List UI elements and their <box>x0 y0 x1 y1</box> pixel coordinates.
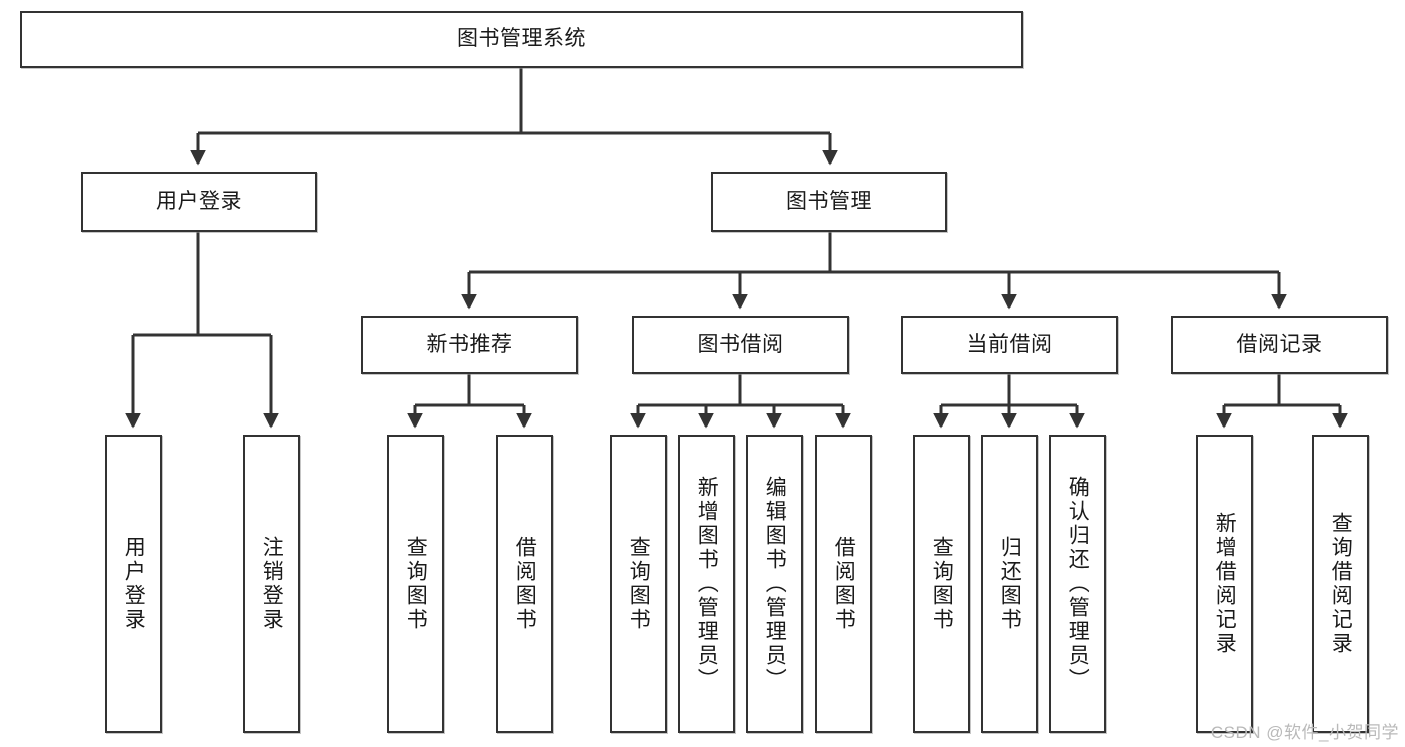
node-label: 新增借阅记录 <box>1213 512 1237 656</box>
node-book-borrow[interactable]: 图书借阅 <box>632 316 849 374</box>
node-label: 查询借阅记录 <box>1329 512 1353 656</box>
node-label: 编辑图书（管理员） <box>763 476 787 692</box>
node-root-book-management-system[interactable]: 图书管理系统 <box>20 11 1023 68</box>
node-label: 图书借阅 <box>697 332 784 356</box>
leaf-add-book-admin[interactable]: 新增图书（管理员） <box>678 435 735 733</box>
leaf-logout[interactable]: 注销登录 <box>243 435 300 733</box>
node-label: 借阅图书 <box>513 536 537 632</box>
node-label: 查询图书 <box>930 536 954 632</box>
leaf-return-book[interactable]: 归还图书 <box>981 435 1038 733</box>
node-current-borrow[interactable]: 当前借阅 <box>901 316 1118 374</box>
node-label: 图书管理系统 <box>457 27 586 51</box>
leaf-borrow-book-recommend[interactable]: 借阅图书 <box>496 435 553 733</box>
node-label: 查询图书 <box>404 536 428 632</box>
leaf-borrow-book[interactable]: 借阅图书 <box>815 435 872 733</box>
leaf-query-borrow-record[interactable]: 查询借阅记录 <box>1312 435 1369 733</box>
node-label: 确认归还（管理员） <box>1066 476 1090 692</box>
node-label: 新增图书（管理员） <box>695 476 719 692</box>
node-label: 当前借阅 <box>966 332 1053 356</box>
leaf-edit-book-admin[interactable]: 编辑图书（管理员） <box>746 435 803 733</box>
leaf-user-login[interactable]: 用户登录 <box>105 435 162 733</box>
node-label: 新书推荐 <box>426 332 513 356</box>
node-new-book-recommend[interactable]: 新书推荐 <box>361 316 578 374</box>
node-label: 图书管理 <box>786 189 872 213</box>
node-label: 借阅图书 <box>832 536 856 632</box>
node-label: 注销登录 <box>260 536 284 632</box>
node-label: 用户登录 <box>156 189 242 213</box>
node-borrow-record[interactable]: 借阅记录 <box>1171 316 1388 374</box>
node-label: 用户登录 <box>122 536 146 632</box>
leaf-query-book-current[interactable]: 查询图书 <box>913 435 970 733</box>
leaf-query-book-recommend[interactable]: 查询图书 <box>387 435 444 733</box>
leaf-confirm-return-admin[interactable]: 确认归还（管理员） <box>1049 435 1106 733</box>
node-label: 查询图书 <box>627 536 651 632</box>
node-label: 归还图书 <box>998 536 1022 632</box>
leaf-query-book-borrow[interactable]: 查询图书 <box>610 435 667 733</box>
leaf-add-borrow-record[interactable]: 新增借阅记录 <box>1196 435 1253 733</box>
node-user-login[interactable]: 用户登录 <box>81 172 317 232</box>
csdn-watermark: CSDN @软件_小贺同学 <box>1210 723 1399 742</box>
node-label: 借阅记录 <box>1236 332 1323 356</box>
node-book-management[interactable]: 图书管理 <box>711 172 947 232</box>
